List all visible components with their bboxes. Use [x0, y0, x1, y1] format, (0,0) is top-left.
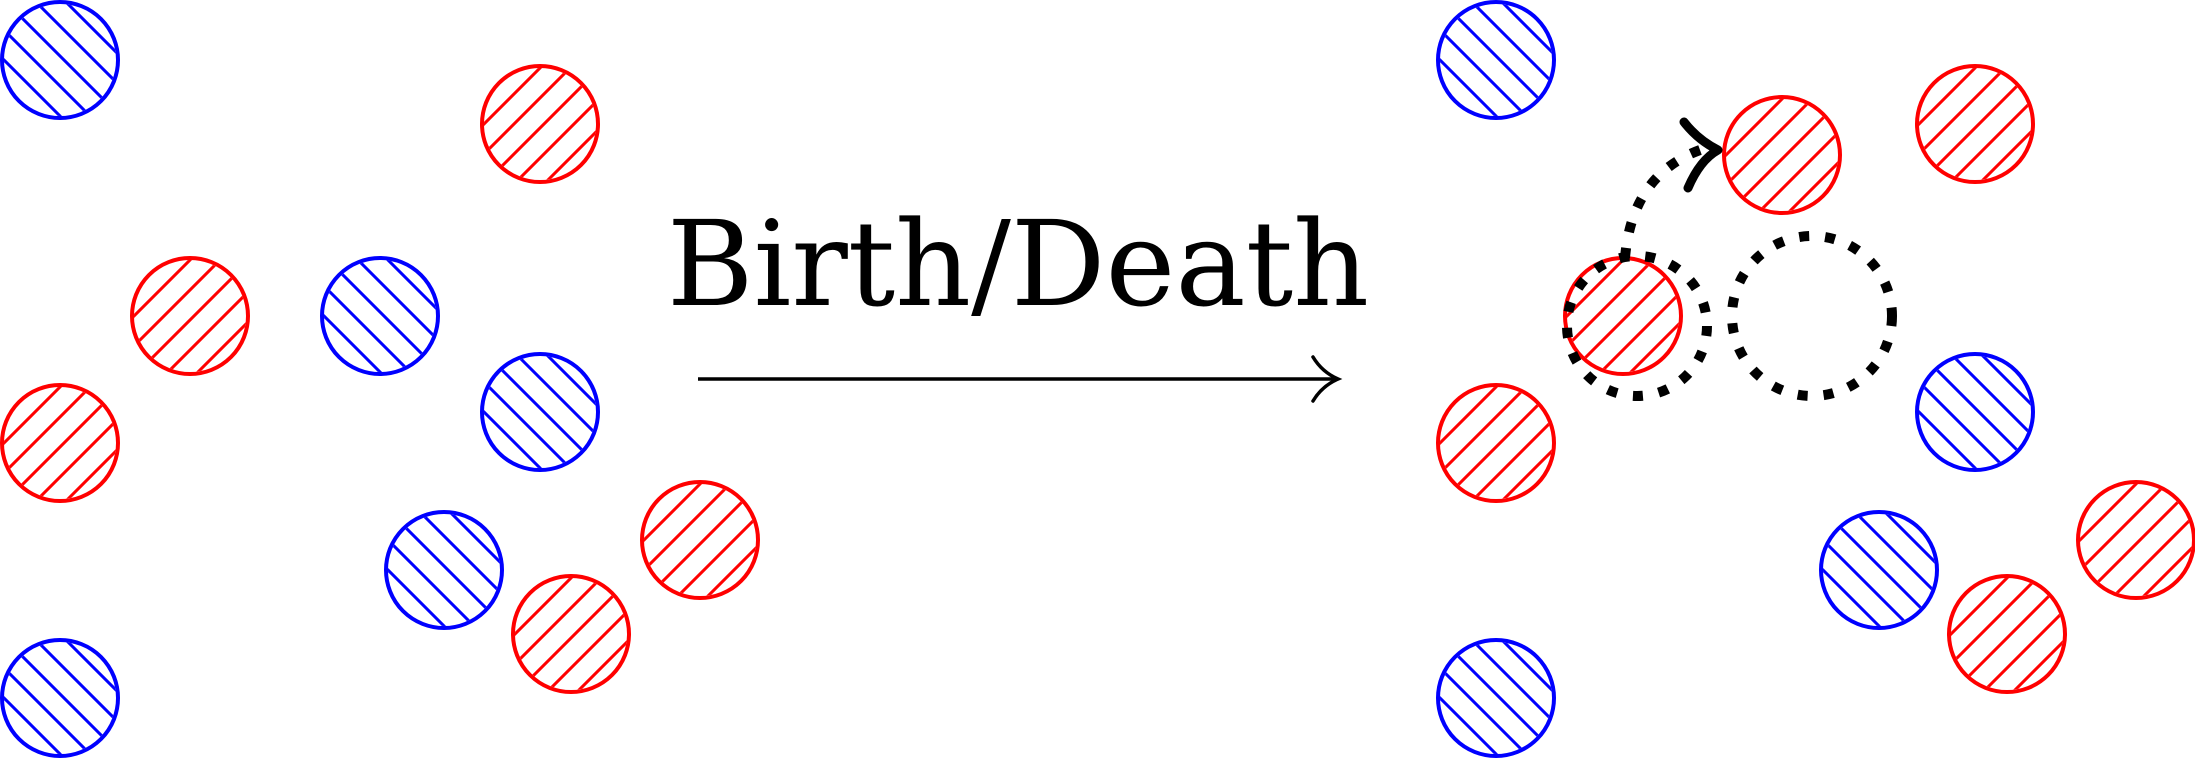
right-particle-red-3: [1563, 256, 1683, 376]
death-marker-dotted-circle: [1727, 231, 1897, 401]
birth-marker-dotted-circle: [1562, 251, 1712, 401]
event-markers: [1562, 117, 1897, 401]
right-particle-blue-9: [1436, 638, 1556, 758]
right-particle-red-1: [1915, 64, 2035, 184]
left-particle-red-4: [0, 383, 120, 503]
transition-arrow-head: [1311, 355, 1343, 403]
left-particle-red-2: [130, 256, 250, 376]
transition-label: Birth/Death: [667, 195, 1369, 333]
right-particle-blue-0: [1436, 0, 1556, 120]
left-panel: [0, 0, 760, 758]
right-particle-blue-5: [1915, 352, 2035, 472]
left-particle-blue-5: [480, 352, 600, 472]
right-particle-red-7: [2076, 480, 2195, 600]
left-particle-red-8: [511, 574, 631, 694]
move-arrow-dotted-path: [1620, 145, 1702, 259]
right-particle-blue-6: [1819, 510, 1939, 630]
left-particle-red-1: [480, 64, 600, 184]
right-particle-red-4: [1436, 383, 1556, 503]
right-panel: [1436, 0, 2195, 758]
left-particle-blue-0: [0, 0, 120, 120]
left-particle-blue-3: [320, 256, 440, 376]
move-arrow-head: [1679, 117, 1723, 193]
right-particle-red-2: [1722, 95, 1842, 215]
left-particle-blue-9: [0, 638, 120, 758]
transition-arrow: [698, 355, 1343, 403]
right-particle-red-8: [1947, 574, 2067, 694]
left-particle-red-7: [640, 480, 760, 600]
left-particle-blue-6: [384, 510, 504, 630]
